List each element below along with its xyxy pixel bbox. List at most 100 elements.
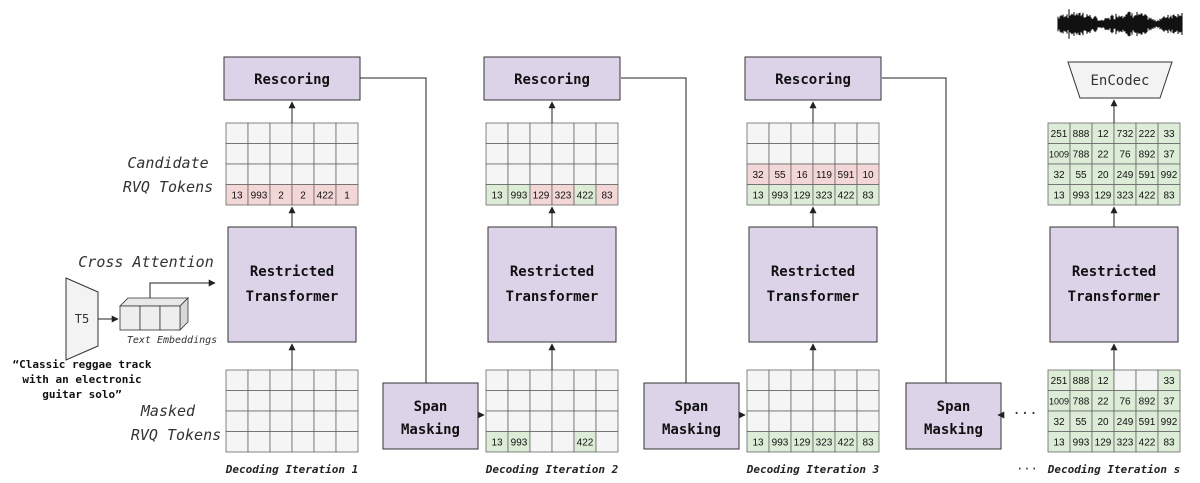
transformer-label-line2: Transformer — [767, 289, 860, 305]
token-cell — [291, 143, 315, 165]
token-value: 892 — [1139, 396, 1156, 407]
token-cell — [551, 410, 575, 432]
token-value: 788 — [1073, 149, 1090, 160]
token-value: 13 — [1053, 190, 1065, 201]
span-masking-box — [643, 382, 740, 450]
token-cell — [573, 143, 597, 165]
token-value: 992 — [1161, 170, 1178, 181]
token-value: 55 — [1075, 170, 1087, 181]
token-value: 422 — [1139, 190, 1156, 201]
token-value: 2 — [300, 190, 306, 201]
token-value: 129 — [794, 190, 811, 201]
token-value: 993 — [772, 190, 789, 201]
token-cell — [291, 431, 315, 453]
token-value: 22 — [1097, 149, 1109, 160]
token-cell — [225, 390, 249, 412]
t5-encoder-shape — [65, 277, 99, 361]
token-cell — [834, 122, 858, 144]
connectors — [360, 77, 1005, 419]
token-cell — [529, 163, 553, 185]
token-value: 888 — [1073, 129, 1090, 140]
token-cell — [812, 143, 836, 165]
token-cell — [551, 122, 575, 144]
token-cell — [768, 410, 792, 432]
token-value: 422 — [838, 190, 855, 201]
token-cell — [335, 431, 359, 453]
token-cell — [335, 410, 359, 432]
span-label-line2: Masking — [924, 422, 983, 438]
masked-label-line2: RVQ Tokens — [131, 426, 221, 444]
encodec-label: EnCodec — [1090, 73, 1149, 89]
token-cell — [1157, 431, 1181, 453]
token-value: 55 — [1075, 417, 1087, 428]
rescoring-box — [744, 56, 882, 101]
token-cell — [313, 369, 337, 391]
token-cell — [225, 410, 249, 432]
token-value: 83 — [862, 190, 874, 201]
token-cell — [790, 369, 814, 391]
token-value: 591 — [838, 170, 855, 181]
token-cell — [551, 369, 575, 391]
token-cell — [335, 184, 359, 206]
token-cell — [529, 431, 553, 453]
transformer-label-line1: Restricted — [510, 264, 594, 280]
token-cell — [812, 410, 836, 432]
token-value: 993 — [251, 190, 268, 201]
token-value: 422 — [1139, 437, 1156, 448]
token-cell — [551, 163, 575, 185]
token-cell — [529, 390, 553, 412]
token-cell — [507, 163, 531, 185]
token-value: 10 — [862, 170, 874, 181]
transformer-label-line2: Transformer — [1068, 289, 1161, 305]
token-value: 422 — [317, 190, 334, 201]
token-cell — [812, 390, 836, 412]
token-cell — [790, 122, 814, 144]
token-value: 251 — [1051, 376, 1068, 387]
token-cell — [269, 143, 293, 165]
token-value: 83 — [1163, 437, 1175, 448]
token-value: 323 — [555, 190, 572, 201]
token-cell — [573, 163, 597, 185]
encodec-decoder-shape — [1067, 61, 1173, 99]
token-cell — [856, 369, 880, 391]
token-cell — [529, 122, 553, 144]
token-value: 249 — [1117, 417, 1134, 428]
token-cell — [247, 431, 271, 453]
token-value: 323 — [816, 190, 833, 201]
token-cell — [291, 163, 315, 185]
iteration-label: Decoding Iteration 1 — [225, 463, 358, 476]
token-value: 422 — [577, 437, 594, 448]
token-cell — [485, 369, 509, 391]
token-cell — [768, 143, 792, 165]
span-label-line1: Span — [937, 399, 971, 415]
token-cell — [529, 410, 553, 432]
transformer-label-line1: Restricted — [1072, 264, 1156, 280]
token-cell — [335, 390, 359, 412]
token-cell — [746, 369, 770, 391]
token-cell — [247, 163, 271, 185]
token-value: 422 — [838, 437, 855, 448]
token-cell — [335, 369, 359, 391]
token-cell — [790, 390, 814, 412]
token-cell — [225, 431, 249, 453]
rescoring-label: Rescoring — [254, 72, 330, 88]
candidate-label-line2: RVQ Tokens — [123, 178, 213, 196]
token-value: 591 — [1139, 417, 1156, 428]
token-value: 1009 — [1049, 149, 1069, 159]
token-cell — [1157, 184, 1181, 206]
token-value: 1009 — [1049, 396, 1069, 406]
token-cell — [507, 390, 531, 412]
token-value: 32 — [1053, 170, 1065, 181]
token-cell — [291, 410, 315, 432]
transformer-label-line2: Transformer — [506, 289, 599, 305]
rescoring-label: Rescoring — [514, 72, 590, 88]
token-cell — [247, 122, 271, 144]
token-value: 788 — [1073, 396, 1090, 407]
